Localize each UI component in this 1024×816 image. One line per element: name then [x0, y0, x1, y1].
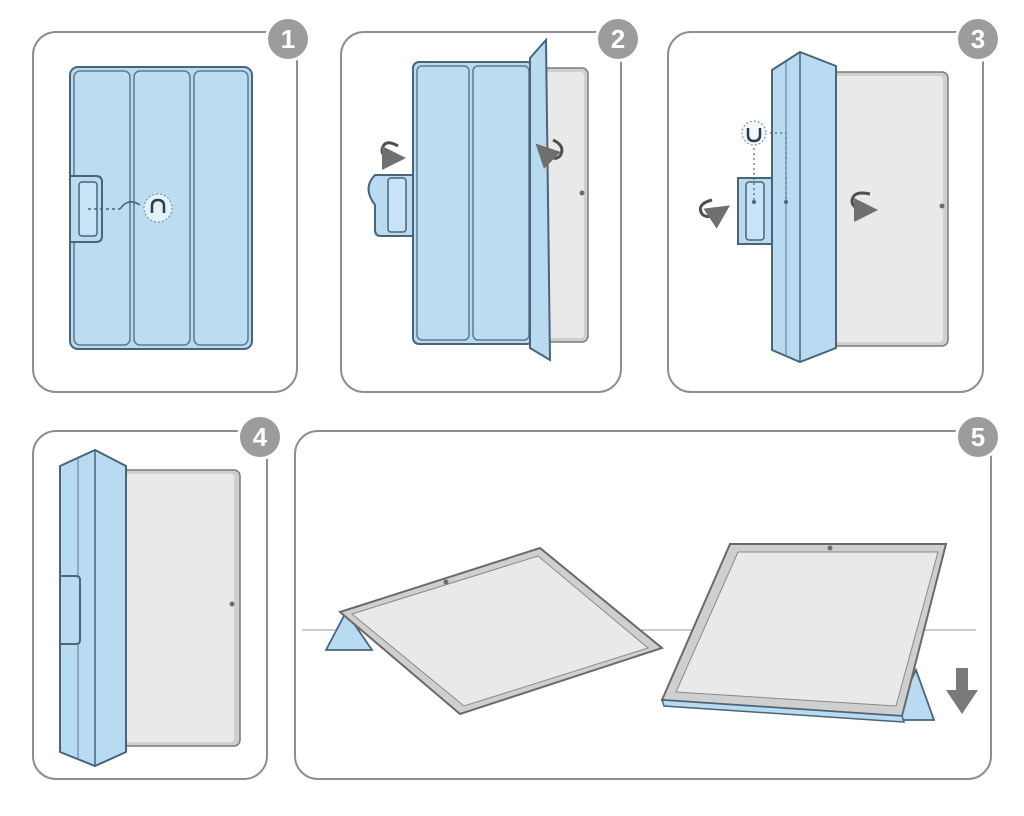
step-2-badge: 2 — [595, 16, 641, 62]
step-4-badge: 4 — [237, 414, 283, 460]
step-4-panel — [32, 430, 268, 780]
step-3-badge: 3 — [955, 16, 1001, 62]
step-1-panel — [32, 31, 298, 393]
step-2-panel — [340, 31, 622, 393]
step-5-badge: 5 — [955, 414, 1001, 460]
step-5-panel — [294, 430, 992, 780]
step-3-panel — [667, 31, 984, 393]
step-1-badge: 1 — [265, 16, 311, 62]
